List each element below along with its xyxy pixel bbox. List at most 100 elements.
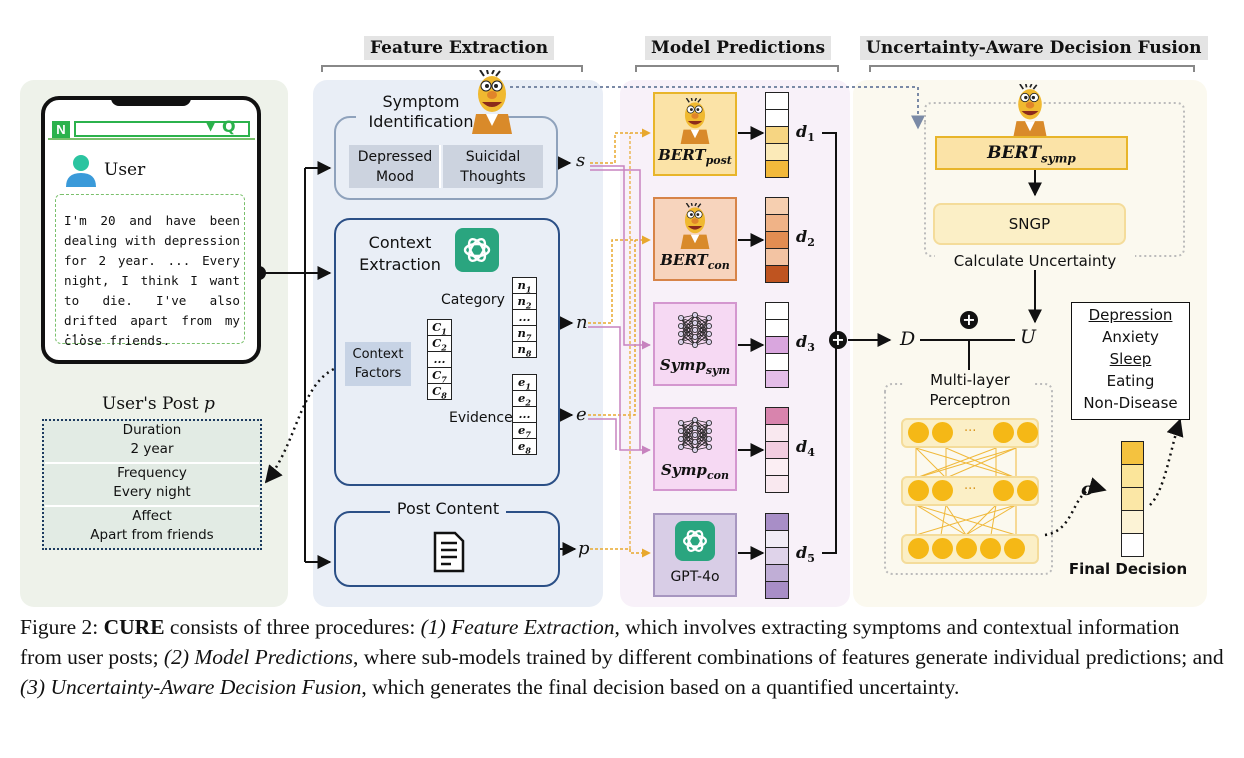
- classes-box: [1071, 302, 1190, 420]
- prediction-cell: [765, 547, 789, 565]
- category-label: Category: [441, 292, 505, 308]
- search-input[interactable]: [74, 121, 250, 137]
- prediction-output-sub: 1: [807, 131, 815, 145]
- bert-icon: [472, 70, 512, 134]
- mlp-node: [980, 538, 1001, 559]
- evidence-cell: ...: [512, 406, 537, 423]
- post-content-title: Post Content: [390, 499, 506, 518]
- prediction-cell: [765, 109, 789, 127]
- mlp-node: [1004, 538, 1025, 559]
- caption-i1: (1) Feature Extraction: [420, 615, 615, 639]
- factor-cell-text: C: [432, 368, 442, 382]
- category-cell-text: n: [517, 294, 526, 308]
- mlp-node: [1017, 480, 1038, 501]
- chevron-down-icon: ▼: [206, 119, 216, 133]
- users-post-title-text: User's Post: [102, 394, 199, 414]
- prediction-output: d1: [796, 122, 815, 144]
- phone: [41, 96, 261, 364]
- evidence-cell-text: e: [518, 375, 526, 389]
- prediction-cell: [765, 370, 789, 388]
- mlp-node: [908, 480, 929, 501]
- prediction-cell: [765, 530, 789, 548]
- category-cell: n7: [512, 325, 537, 342]
- evidence-cell: e8: [512, 438, 537, 455]
- bert-icon: [677, 202, 713, 249]
- model-label-name: BERT: [658, 146, 706, 164]
- evidence-cell: e1: [512, 374, 537, 391]
- bert-symp-name: BERT: [987, 143, 1041, 163]
- factor-cell: C7: [427, 367, 452, 384]
- neural-network-icon: [675, 415, 712, 459]
- model-label-sub: con: [706, 469, 729, 482]
- model-label-sub: con: [707, 259, 730, 272]
- model-label-sub: sym: [705, 364, 731, 377]
- nav-logo: N: [52, 121, 70, 138]
- factor-cell-sub: 8: [441, 390, 447, 401]
- prediction-cell: [765, 581, 789, 599]
- class-item: Anxiety: [1102, 328, 1159, 346]
- evidence-label: Evidence: [449, 410, 513, 426]
- users-post-item-label: Duration: [122, 422, 182, 438]
- model-label-name: Symp: [659, 356, 706, 374]
- category-cell-sub: 7: [525, 332, 532, 343]
- prediction-output-name: d: [796, 227, 808, 246]
- mlp-node: [908, 422, 929, 443]
- symptom-chip-depressed-mood: [349, 145, 441, 188]
- class-item: Depression: [1088, 306, 1173, 324]
- phone-nav-bar: [48, 120, 255, 140]
- calculate-uncertainty-label: Calculate Uncertainty: [935, 252, 1135, 270]
- prediction-cell: [765, 458, 789, 476]
- mlp-dots-1: ...: [964, 420, 977, 435]
- prediction-output: d4: [796, 437, 815, 459]
- final-decision-cell: [1121, 487, 1144, 511]
- search-icon[interactable]: Q: [222, 117, 236, 136]
- factor-cell: C8: [427, 383, 452, 400]
- category-cell: n8: [512, 341, 537, 358]
- category-cell-text: ...: [518, 310, 531, 324]
- evidence-cell-text: e: [518, 391, 526, 405]
- section-title-feature-extraction: Feature Extraction: [364, 36, 555, 60]
- prediction-cell: [765, 353, 789, 371]
- factor-cell-sub: 1: [441, 326, 447, 337]
- users-post-title-var: p: [204, 394, 215, 414]
- factor-cell-sub: 7: [441, 374, 447, 385]
- symptom-title-line2: Identification: [368, 112, 474, 131]
- prediction-cell: [765, 265, 789, 283]
- output-n: n: [576, 312, 588, 333]
- factor-cell: C2: [427, 335, 452, 352]
- final-decision-label: Final Decision: [1068, 560, 1188, 578]
- prediction-cell: [765, 336, 789, 354]
- prediction-cell: [765, 143, 789, 161]
- prediction-output-name: d: [796, 122, 808, 141]
- users-post-item-label: Frequency: [117, 465, 187, 481]
- evidence-cell-sub: 7: [525, 429, 531, 440]
- document-icon: [433, 531, 465, 573]
- class-item: Eating: [1106, 372, 1155, 390]
- prediction-cell: [765, 302, 789, 320]
- category-cell-sub: 2: [525, 300, 532, 311]
- symptom-chip-1-label: Suicidal Thoughts: [460, 149, 526, 185]
- prediction-output-sub: 4: [807, 446, 815, 460]
- figure-caption: Figure 2: CURE consists of three procedu…: [20, 612, 1225, 702]
- class-item: Sleep: [1109, 350, 1152, 368]
- prediction-cell: [765, 564, 789, 582]
- output-e: e: [576, 404, 587, 425]
- section-title-fusion: Uncertainty-Aware Decision Fusion: [860, 36, 1208, 60]
- prediction-output: d2: [796, 227, 815, 249]
- bert-symp-head-icon: [1013, 84, 1047, 138]
- mlp-node: [932, 422, 953, 443]
- category-cell-sub: 1: [525, 284, 532, 295]
- context-title-line1: Context: [368, 233, 432, 252]
- prediction-cell: [765, 197, 789, 215]
- factor-cell: C1: [427, 319, 452, 336]
- prediction-output-sub: 5: [807, 552, 815, 566]
- sngp-box: SNGP: [933, 203, 1126, 245]
- post-ellipsis: ...: [64, 325, 86, 339]
- phone-notch: [111, 96, 191, 106]
- evidence-cell-text: ...: [518, 407, 531, 421]
- evidence-cell-sub: 8: [525, 445, 531, 456]
- prediction-output-name: d: [796, 332, 808, 351]
- post-text: I'm 20 and have been dealing with depres…: [64, 213, 240, 348]
